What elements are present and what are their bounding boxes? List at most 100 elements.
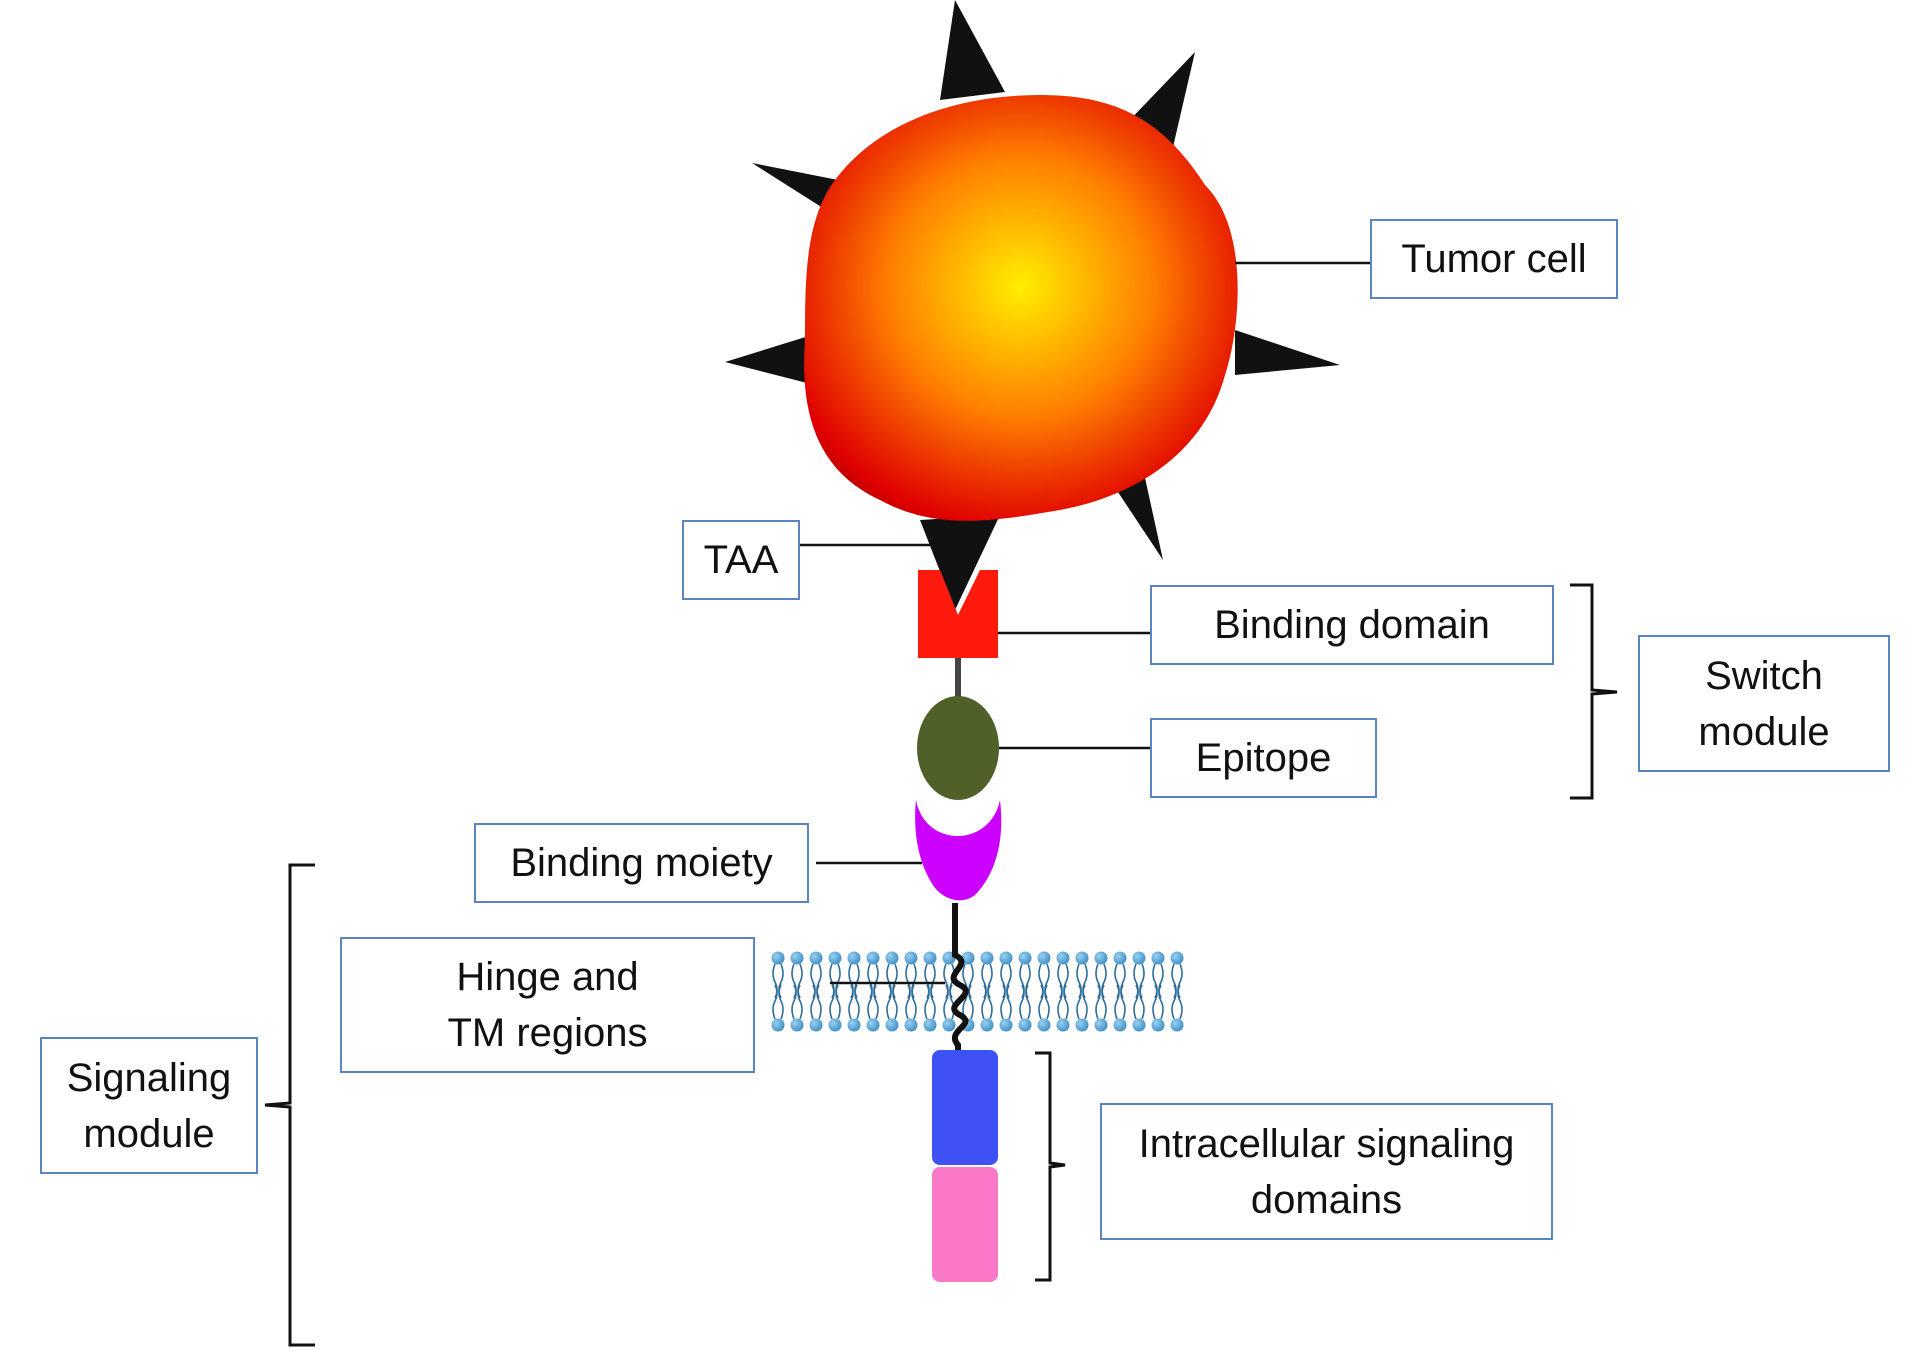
- lipid-tail: [1139, 984, 1145, 1020]
- signaling-module-text-line1: Signaling: [66, 1055, 232, 1100]
- signaling-domain-2: [932, 1167, 998, 1282]
- lipid-head: [942, 1018, 956, 1032]
- lipid-head: [1170, 1018, 1184, 1032]
- lipid-tail: [816, 984, 822, 1020]
- lipid-tail: [930, 984, 936, 1020]
- lipid-tail: [943, 984, 949, 1020]
- binding-moiety-label: Binding moiety: [474, 823, 809, 903]
- lipid-tail: [1006, 984, 1012, 1020]
- lipid-head: [1018, 951, 1032, 965]
- lipid-tail: [1114, 984, 1120, 1020]
- lipid-head: [923, 1018, 937, 1032]
- leader-lines: [797, 261, 1370, 985]
- hinge-tm-label: Hinge and TM regions: [340, 937, 755, 1073]
- spike-left-lower: [725, 335, 815, 385]
- lipid-tail: [1082, 984, 1088, 1020]
- lipid-head: [809, 1018, 823, 1032]
- lipid-head: [1132, 1018, 1146, 1032]
- switch-module-label: Switch module: [1638, 635, 1890, 772]
- lipid-head: [1075, 951, 1089, 965]
- lipid-tail: [848, 984, 854, 1020]
- lipid-tail: [1057, 984, 1063, 1020]
- lipid-tail: [810, 984, 816, 1020]
- lipid-tail: [1101, 984, 1107, 1020]
- lipid-tail: [924, 984, 930, 1020]
- lipid-tail: [892, 984, 898, 1020]
- lipid-tail: [968, 984, 974, 1020]
- lipid-head: [1113, 1018, 1127, 1032]
- tumor-cell-body: [804, 95, 1238, 521]
- lipid-tail: [797, 984, 803, 1020]
- lipid-tail: [854, 984, 860, 1020]
- lipid-tail: [886, 984, 892, 1020]
- signaling-domain-1: [932, 1050, 998, 1165]
- lipid-head: [1094, 951, 1108, 965]
- lipid-head: [999, 1018, 1013, 1032]
- lipid-head: [923, 951, 937, 965]
- taa-text: TAA: [703, 538, 779, 582]
- spike-right: [1235, 330, 1340, 375]
- lipid-head: [790, 1018, 804, 1032]
- lipid-tail: [791, 984, 797, 1020]
- lipid-head: [1056, 951, 1070, 965]
- lipid-tail: [911, 984, 917, 1020]
- tumor-cell-text: Tumor cell: [1401, 237, 1587, 281]
- binding-moiety-shape: [915, 800, 1002, 901]
- lipid-tail: [873, 984, 879, 1020]
- braces: [264, 583, 1618, 1347]
- hinge-tm-tether: [950, 903, 969, 1050]
- lipid-head: [1037, 1018, 1051, 1032]
- lipid-head: [847, 951, 861, 965]
- lipid-head: [1151, 951, 1165, 965]
- lipid-tail: [1038, 984, 1044, 1020]
- lipid-head: [885, 951, 899, 965]
- spike-taa: [920, 515, 1000, 610]
- lipid-tail: [1171, 984, 1177, 1020]
- lipid-head: [790, 951, 804, 965]
- lipid-tail: [1025, 984, 1031, 1020]
- lipid-head: [771, 1018, 785, 1032]
- tumor-cell-label: Tumor cell: [1370, 219, 1618, 299]
- lipid-head: [1113, 951, 1127, 965]
- lipid-head: [904, 1018, 918, 1032]
- binding-domain-shape: [918, 570, 998, 658]
- binding-domain-text: Binding domain: [1214, 603, 1490, 647]
- signaling-module-label: Signaling module: [40, 1037, 258, 1174]
- epitope-shape: [917, 696, 999, 800]
- lipid-head: [1151, 1018, 1165, 1032]
- lipid-head: [961, 951, 975, 965]
- lipid-tail: [867, 984, 873, 1020]
- signaling-module-brace: [264, 863, 315, 1347]
- taa-label: TAA: [682, 520, 800, 600]
- lipid-head: [980, 951, 994, 965]
- lipid-head: [904, 951, 918, 965]
- lipid-head: [847, 1018, 861, 1032]
- lipid-tail: [1044, 984, 1050, 1020]
- lipid-head: [1075, 1018, 1089, 1032]
- lipid-tail: [981, 984, 987, 1020]
- signaling-module-text-line2: module: [83, 1111, 215, 1156]
- lipid-head: [809, 951, 823, 965]
- lipid-tail: [772, 984, 778, 1020]
- lipid-tail: [1120, 984, 1126, 1020]
- binding-domain-label: Binding domain: [1150, 585, 1554, 665]
- lipid-head: [1170, 951, 1184, 965]
- lipid-tail: [1133, 984, 1139, 1020]
- binding-moiety-text: Binding moiety: [510, 841, 773, 885]
- lipid-head: [1132, 951, 1146, 965]
- lipid-head: [980, 1018, 994, 1032]
- lipid-head: [828, 1018, 842, 1032]
- lipid-head: [999, 951, 1013, 965]
- switch-module-text-line1: Switch: [1705, 653, 1823, 698]
- lipid-tail: [1152, 984, 1158, 1020]
- lipid-tail: [829, 984, 835, 1020]
- lipid-head: [771, 951, 785, 965]
- lipid-head: [828, 951, 842, 965]
- hinge-tm-text-line2: TM regions: [447, 1011, 648, 1055]
- lipid-head: [1094, 1018, 1108, 1032]
- lipid-head: [1018, 1018, 1032, 1032]
- switch-module-text-line2: module: [1698, 709, 1830, 754]
- lipid-head: [866, 1018, 880, 1032]
- lipid-tail: [1000, 984, 1006, 1020]
